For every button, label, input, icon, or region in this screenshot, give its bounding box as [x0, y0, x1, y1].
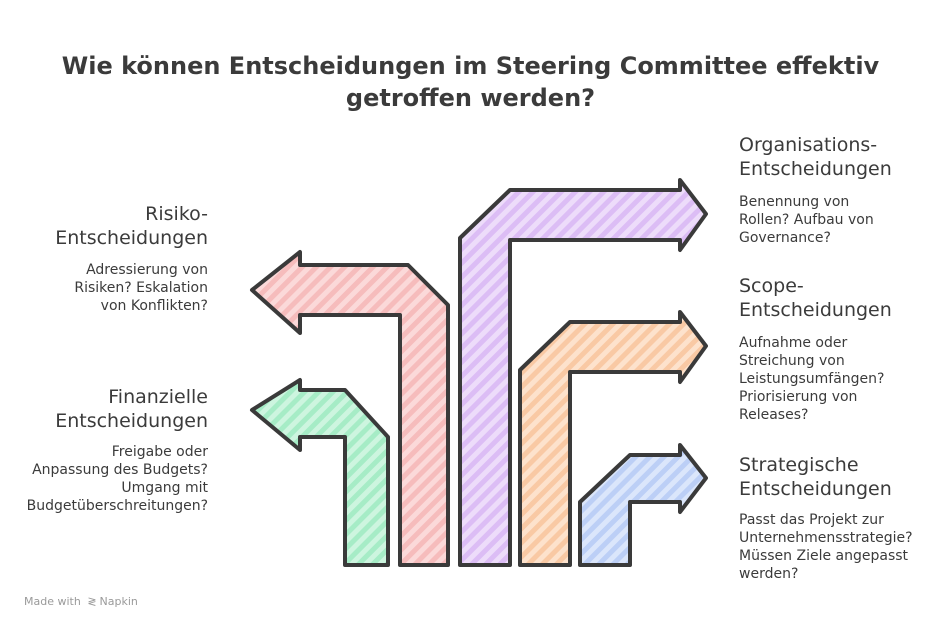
scope-label: Scope- Entscheidungen: [739, 275, 892, 321]
organisation-label: Organisations- Entscheidungen: [739, 134, 892, 180]
finanz-arrow: [250, 378, 390, 567]
made-with-napkin-credit[interactable]: Made with ≷Napkin: [24, 595, 138, 608]
risiko-label: Risiko- Entscheidungen: [55, 203, 208, 249]
organisation-arrow: [458, 178, 708, 567]
napkin-brand-text: Napkin: [99, 595, 138, 608]
risiko-arrow: [250, 250, 450, 567]
title-line-1: Wie können Entscheidungen im Steering Co…: [61, 52, 880, 80]
scope-description: Aufnahme oder Streichung von Leistungsum…: [739, 335, 885, 423]
strategie-label: Strategische Entscheidungen: [739, 454, 892, 500]
page-title: Wie können Entscheidungen im Steering Co…: [40, 50, 901, 114]
organisation-description: Benennung von Rollen? Aufbau von Governa…: [739, 194, 874, 246]
strategie-arrow: [578, 443, 708, 567]
napkin-logo-icon: ≷: [87, 595, 97, 608]
finanz-description: Freigabe oder Anpassung des Budgets? Umg…: [26, 444, 208, 514]
scope-arrow: [518, 310, 708, 567]
title-line-2: getroffen werden?: [345, 84, 596, 112]
strategie-description: Passt das Projekt zur Unternehmensstrate…: [739, 512, 913, 582]
risiko-description: Adressierung von Risiken? Eskalation von…: [74, 262, 208, 314]
made-with-text: Made with: [24, 595, 81, 608]
finanz-label: Finanzielle Entscheidungen: [55, 386, 208, 432]
